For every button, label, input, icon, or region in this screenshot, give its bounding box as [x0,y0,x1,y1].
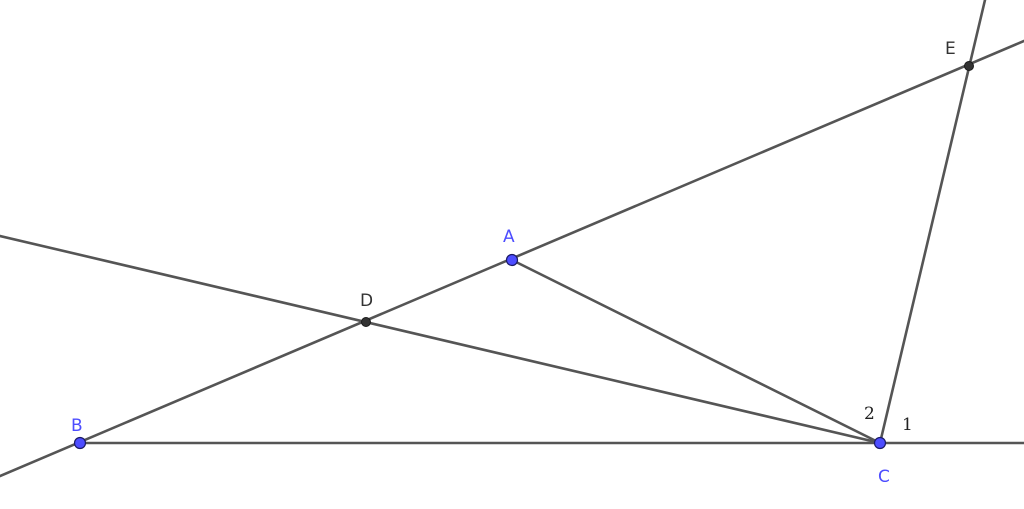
line-dc[interactable] [0,234,882,445]
segment-ac[interactable] [510,258,882,445]
angle-label-2: 2 [864,404,875,424]
angle-label-1: 1 [902,415,913,435]
point-a[interactable] [505,253,519,267]
label-c: C [878,467,890,487]
label-b: B [71,416,83,436]
angle-labels-group: 2 1 [864,404,913,435]
point-e[interactable] [964,61,974,71]
point-c[interactable] [873,436,887,450]
line-ce[interactable] [878,0,987,445]
labels-group: A B C D E [71,39,956,487]
label-d: D [360,291,373,311]
points-group [73,61,974,450]
label-a: A [503,227,515,247]
point-d[interactable] [361,317,371,327]
label-e: E [945,39,956,59]
point-b[interactable] [73,436,87,450]
